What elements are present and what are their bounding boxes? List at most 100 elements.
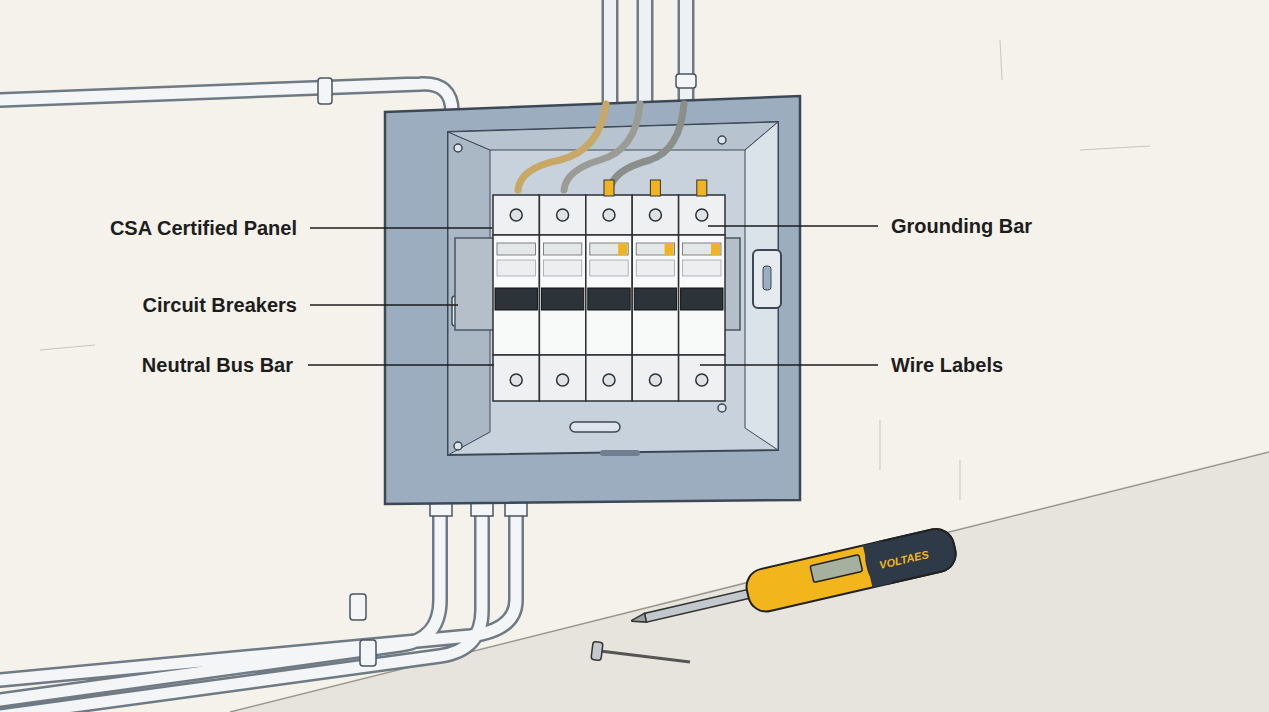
loose-screw <box>591 641 690 662</box>
wire-tab <box>650 180 660 196</box>
terminal-screw <box>510 374 522 386</box>
wire <box>564 104 640 190</box>
conduit-outline <box>610 0 686 104</box>
feed-wires <box>518 104 684 190</box>
leader-line <box>310 304 458 305</box>
bottom-terminal <box>493 355 539 401</box>
pipe-clamp <box>350 594 366 620</box>
voltage-tester-screwdriver <box>627 525 959 641</box>
top-terminal <box>539 195 585 235</box>
pipe-clamp <box>360 640 376 666</box>
breaker-body <box>493 235 539 355</box>
terminal-screw <box>696 209 708 221</box>
wall-crack <box>1000 40 1002 80</box>
panel-frame <box>385 96 800 504</box>
knockout <box>570 422 620 432</box>
screw <box>454 144 462 152</box>
terminal-screw <box>649 209 661 221</box>
breaker-body <box>679 235 725 355</box>
handle-grip <box>863 525 959 587</box>
callout-label: Grounding Bar <box>891 216 1032 236</box>
rating-sticker <box>543 260 581 276</box>
leader-line <box>308 364 494 365</box>
panel-latch <box>753 250 781 308</box>
callout-label: Circuit Breakers <box>142 295 297 315</box>
breaker-handle <box>588 288 630 310</box>
top-terminal <box>493 195 539 235</box>
terminal-screw <box>557 209 569 221</box>
leader-lines <box>308 226 878 365</box>
screwdriver-shaft <box>644 588 755 622</box>
conduit-outline <box>0 500 516 712</box>
pipe-clamp <box>318 78 332 104</box>
screwdriver-tip <box>631 613 647 625</box>
breaker-handle <box>634 288 676 310</box>
sticker-mark <box>618 243 627 255</box>
screw <box>718 404 726 412</box>
top-terminal <box>586 195 632 235</box>
wire <box>610 104 684 190</box>
breaker-handle <box>495 288 537 310</box>
rating-sticker <box>683 243 721 255</box>
top-terminal <box>632 195 678 235</box>
callout-label: CSA Certified Panel <box>110 218 297 238</box>
breaker-module <box>539 195 585 401</box>
conduit-fitting <box>505 502 527 516</box>
tester-display <box>810 555 863 583</box>
rating-sticker <box>590 243 628 255</box>
terminal-screw <box>603 209 615 221</box>
callout-label: Neutral Bus Bar <box>142 355 293 375</box>
bottom-terminal <box>586 355 632 401</box>
rating-sticker <box>590 260 628 276</box>
bottom-terminal <box>679 355 725 401</box>
pipe-clamp <box>676 74 696 88</box>
breaker-body <box>632 235 678 355</box>
sticker-mark <box>665 243 674 255</box>
callout-label: Wire Labels <box>891 355 1003 375</box>
circuit-breakers <box>493 180 725 401</box>
panel-inner-wall <box>448 122 778 150</box>
wire-tab <box>697 180 707 196</box>
leader-line <box>708 225 878 226</box>
top-terminal <box>679 195 725 235</box>
wall-crack <box>960 460 961 500</box>
breaker-module <box>632 180 678 401</box>
breaker-body <box>586 235 632 355</box>
screw-shaft <box>600 651 690 662</box>
sticker-mark <box>711 243 720 255</box>
screw <box>454 442 462 450</box>
conduit <box>610 0 686 104</box>
terminal-screw <box>557 374 569 386</box>
rating-sticker <box>636 243 674 255</box>
panel-enclosure <box>385 96 800 504</box>
screw <box>718 136 726 144</box>
wire-tab <box>604 180 614 196</box>
terminal-screw <box>510 209 522 221</box>
leader-line <box>310 227 492 228</box>
breaker-module <box>493 195 539 401</box>
breaker-handle <box>541 288 583 310</box>
panel-interior <box>448 122 778 455</box>
bottom-terminal <box>539 355 585 401</box>
screw-head <box>591 641 603 660</box>
rating-sticker <box>636 260 674 276</box>
terminal-screw <box>696 374 708 386</box>
rating-sticker <box>497 243 535 255</box>
breaker-body <box>539 235 585 355</box>
knockout <box>600 450 640 456</box>
rating-sticker <box>497 260 535 276</box>
brand-text: VOLTAES <box>878 549 930 571</box>
rating-sticker <box>683 260 721 276</box>
leader-line <box>700 364 878 365</box>
breaker-module <box>679 180 725 401</box>
rating-sticker <box>543 243 581 255</box>
wall-crack <box>1080 146 1150 150</box>
conduit <box>0 500 516 712</box>
wall-crack <box>880 420 881 470</box>
terminal-screw <box>603 374 615 386</box>
bottom-terminal <box>632 355 678 401</box>
wire <box>518 104 606 190</box>
panel-screws <box>454 136 726 450</box>
